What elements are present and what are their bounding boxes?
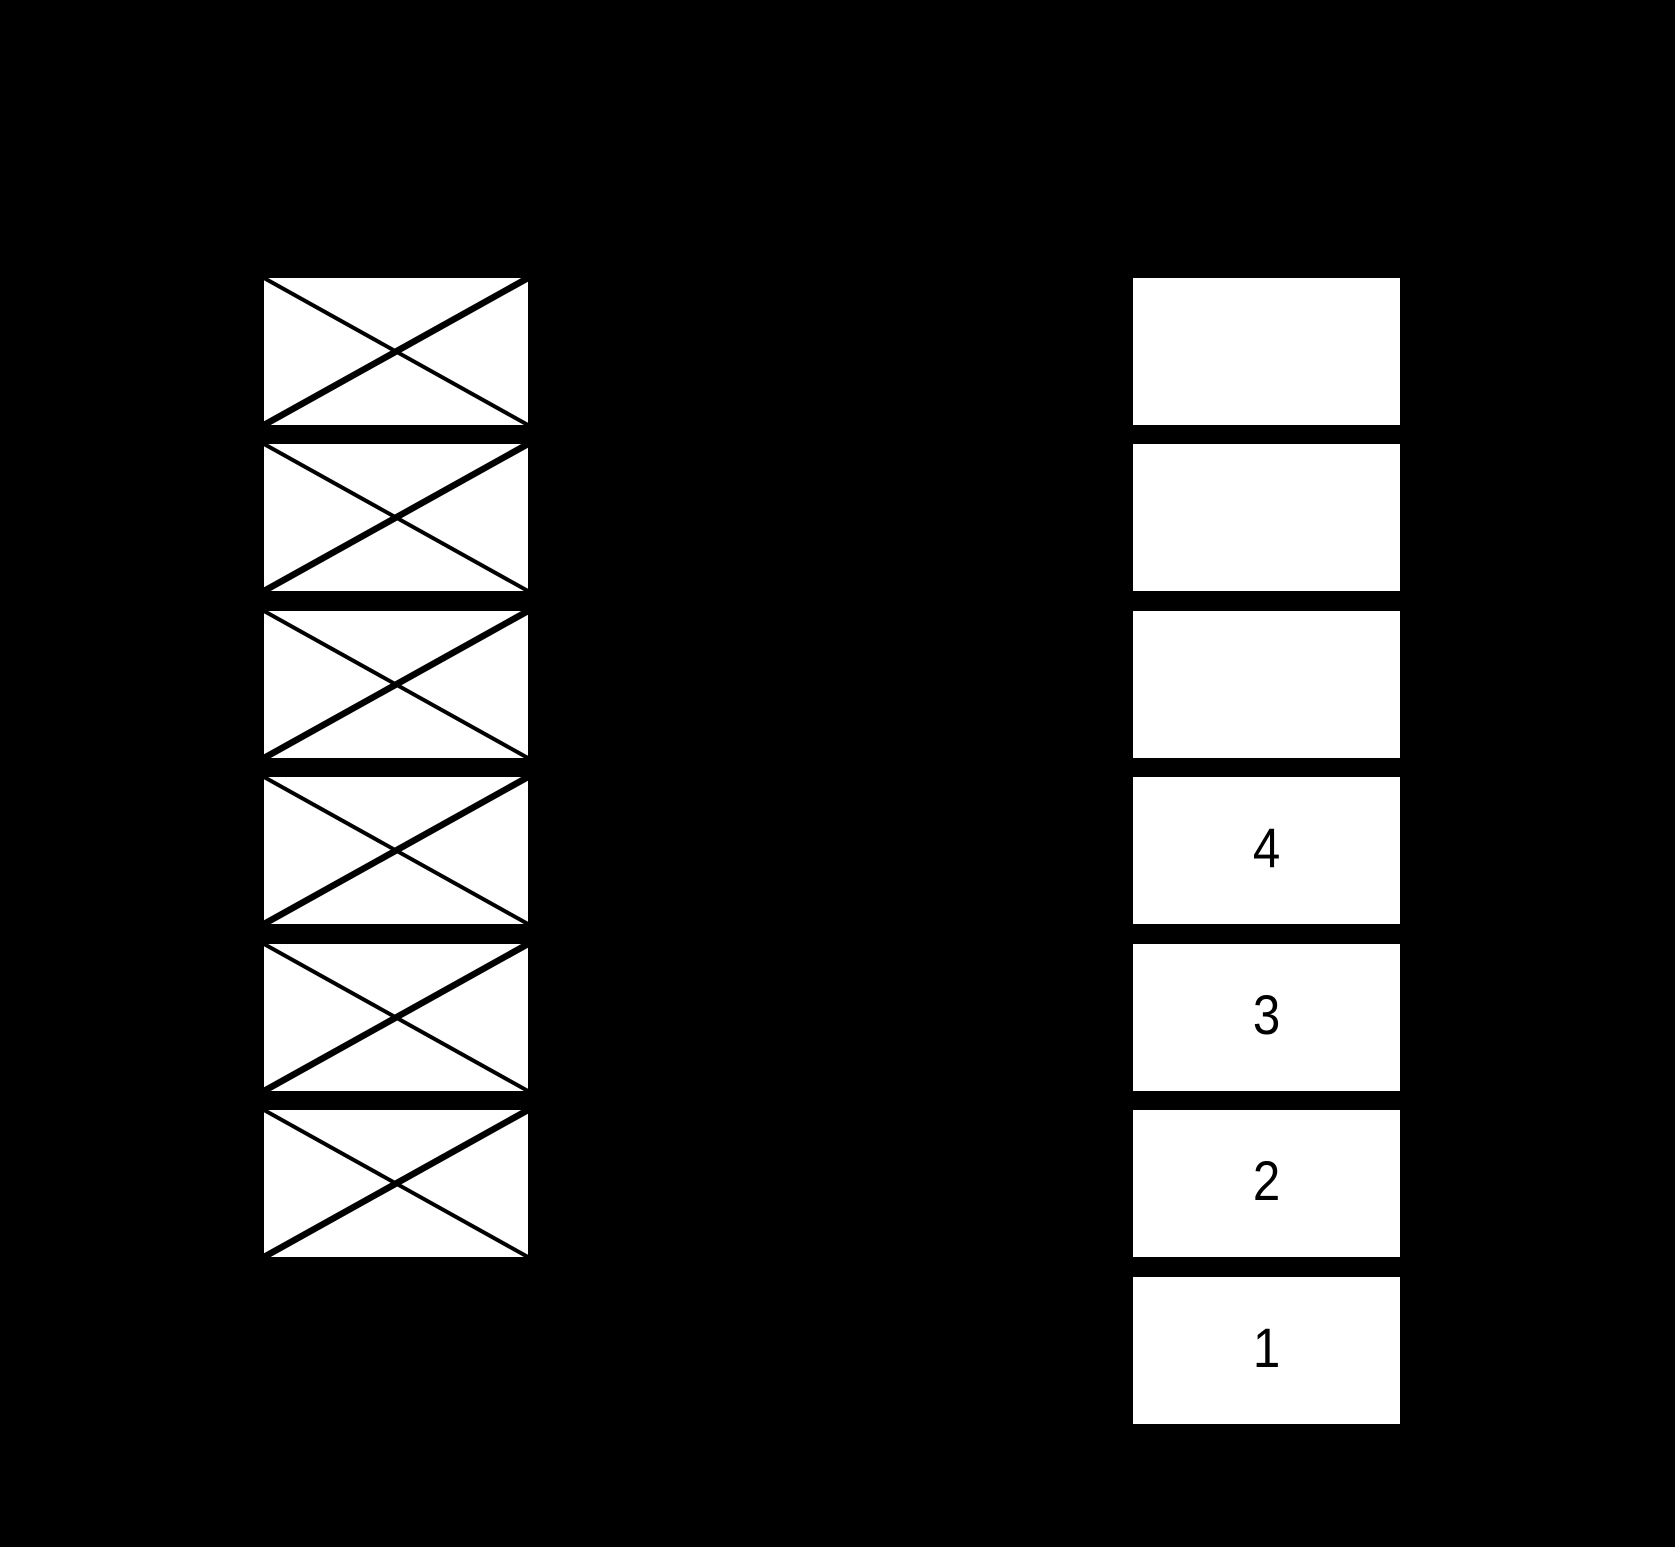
block-label: 3 <box>1252 982 1281 1046</box>
crossed-block <box>262 441 530 594</box>
crossed-block <box>262 1107 530 1260</box>
crossed-block <box>262 774 530 927</box>
empty-block <box>1133 278 1400 425</box>
empty-block <box>1133 444 1400 591</box>
x-cross-icon <box>262 608 530 761</box>
numbered-block: 2 <box>1133 1110 1400 1257</box>
numbered-block: 1 <box>1133 1277 1400 1424</box>
empty-block <box>1133 611 1400 758</box>
block-label: 2 <box>1252 1148 1281 1212</box>
block-label: 4 <box>1252 815 1281 879</box>
numbered-block: 3 <box>1133 944 1400 1091</box>
crossed-block <box>262 941 530 1094</box>
block-label: 1 <box>1252 1315 1281 1379</box>
x-cross-icon <box>262 441 530 594</box>
crossed-block <box>262 608 530 761</box>
x-cross-icon <box>262 1107 530 1260</box>
numbered-block: 4 <box>1133 777 1400 924</box>
x-cross-icon <box>262 275 530 428</box>
x-cross-icon <box>262 774 530 927</box>
x-cross-icon <box>262 941 530 1094</box>
crossed-block <box>262 275 530 428</box>
